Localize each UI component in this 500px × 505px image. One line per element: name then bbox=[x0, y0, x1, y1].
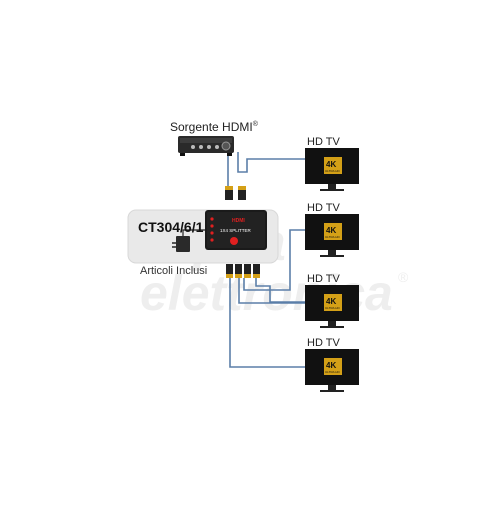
led-icon bbox=[210, 224, 214, 228]
hdmi-connector-icon bbox=[244, 274, 251, 278]
led-icon bbox=[210, 238, 214, 242]
tv-4-badge-sub: ULTRA HD bbox=[325, 370, 340, 374]
tv-2-label: HD TV bbox=[307, 202, 340, 214]
source-label: Sorgente HDMI® bbox=[170, 120, 258, 134]
hdmi-connector-icon bbox=[226, 264, 233, 278]
tv-2: HD TV 4K ULTRA HD bbox=[305, 202, 359, 257]
source-label-text: Sorgente HDMI bbox=[170, 120, 253, 134]
splitter-caption: 1X4 SPLITTER bbox=[220, 228, 252, 233]
tv-3-badge: 4K bbox=[326, 297, 336, 306]
knob-icon bbox=[199, 145, 203, 149]
hdmi-connector-icon bbox=[225, 186, 233, 200]
led-icon bbox=[210, 231, 214, 235]
hdmi-connectors bbox=[225, 186, 260, 278]
hdmi-connector-icon bbox=[225, 186, 233, 190]
hdmi-connector-icon bbox=[235, 264, 242, 278]
hdmi-connector-icon bbox=[253, 274, 260, 278]
power-button-icon bbox=[230, 237, 238, 245]
hdmi-connector-icon bbox=[226, 274, 233, 278]
knob-icon bbox=[207, 145, 211, 149]
source-device bbox=[178, 136, 234, 156]
hdmi-connector-icon bbox=[244, 264, 251, 278]
cable-out-2 bbox=[255, 278, 305, 303]
tv-4-label: HD TV bbox=[307, 337, 340, 349]
tv-3: HD TV 4K ULTRA HD bbox=[305, 273, 359, 328]
hdmi-connector-icon bbox=[235, 274, 242, 278]
tv-1: HD TV 4K ULTRA HD bbox=[305, 136, 359, 191]
tv-4: HD TV 4K ULTRA HD bbox=[305, 337, 359, 392]
tv-1-label: HD TV bbox=[307, 136, 340, 148]
cable-out-3 bbox=[238, 278, 305, 304]
knob-icon bbox=[215, 145, 219, 149]
knob-icon bbox=[191, 145, 195, 149]
hdmi-connector-icon bbox=[253, 264, 260, 278]
tv-2-badge-sub: ULTRA HD bbox=[325, 235, 340, 239]
tv-4-badge: 4K bbox=[326, 361, 336, 370]
splitter-model: CT304/6/1 bbox=[138, 219, 204, 235]
cable-out-1 bbox=[243, 229, 305, 291]
hdmi-connector-icon bbox=[238, 186, 246, 200]
cable-out-4 bbox=[229, 278, 305, 368]
knob-icon bbox=[221, 141, 231, 151]
tv-3-label: HD TV bbox=[307, 273, 340, 285]
splitter-brand: HDMI bbox=[232, 218, 245, 224]
tv-1-badge-sub: ULTRA HD bbox=[325, 169, 340, 173]
source-reg-mark: ® bbox=[252, 121, 258, 128]
led-icon bbox=[210, 217, 214, 221]
tv-3-badge-sub: ULTRA HD bbox=[325, 306, 340, 310]
power-adapter-icon bbox=[172, 229, 205, 252]
splitter-device: HDMI 1X4 SPLITTER bbox=[205, 210, 267, 250]
hdmi-connector-icon bbox=[238, 186, 246, 190]
tv-2-badge: 4K bbox=[326, 226, 336, 235]
tv-1-badge: 4K bbox=[326, 160, 336, 169]
included-items-label: Articoli Inclusi bbox=[140, 265, 208, 277]
cable-source-tv1 bbox=[237, 152, 305, 173]
watermark-reg: ® bbox=[398, 269, 409, 285]
